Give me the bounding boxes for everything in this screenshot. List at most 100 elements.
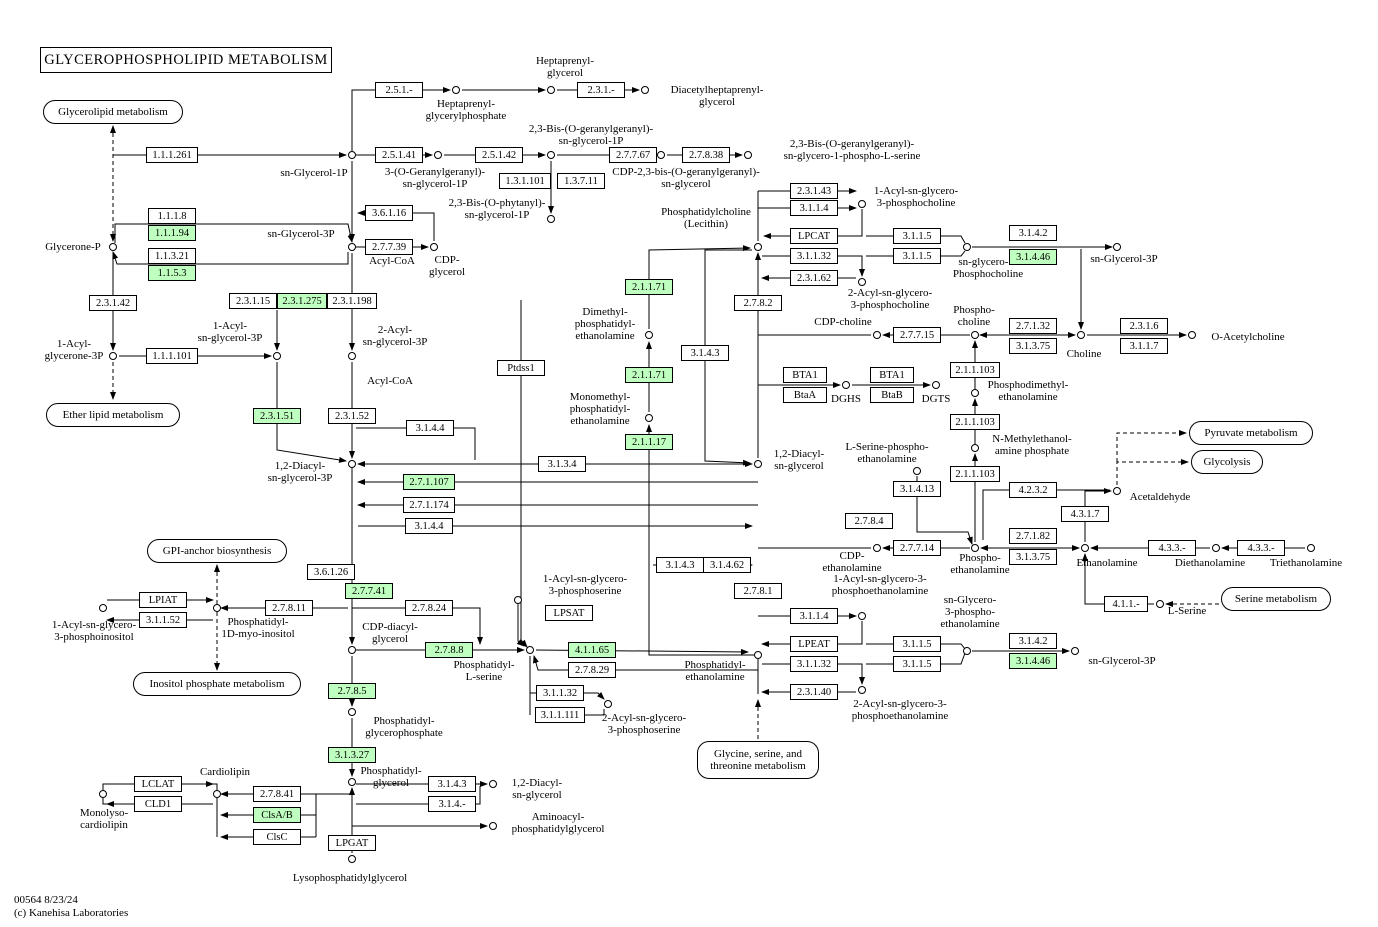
enzyme-box-2.5.1.-[interactable]: 2.5.1.-: [375, 82, 423, 98]
compound-node[interactable]: [754, 243, 762, 251]
enzyme-box-2.3.1.52[interactable]: 2.3.1.52: [328, 408, 376, 424]
enzyme-box-3.6.1.16[interactable]: 3.6.1.16: [365, 205, 413, 221]
enzyme-box-2.7.1.174[interactable]: 2.7.1.174: [403, 497, 455, 513]
enzyme-box-ClsA/B[interactable]: ClsA/B: [253, 807, 301, 823]
enzyme-box-2.7.1.107[interactable]: 2.7.1.107: [403, 474, 455, 490]
compound-node[interactable]: [99, 604, 107, 612]
enzyme-box-2.5.1.41[interactable]: 2.5.1.41: [375, 147, 423, 163]
enzyme-box-3.1.4.4[interactable]: 3.1.4.4: [406, 420, 454, 436]
enzyme-box-3.6.1.26[interactable]: 3.6.1.26: [307, 564, 355, 580]
enzyme-box-2.7.8.8[interactable]: 2.7.8.8: [425, 642, 473, 658]
compound-node[interactable]: [744, 151, 752, 159]
enzyme-box-BTA1[interactable]: BTA1: [783, 367, 827, 383]
compound-node[interactable]: [348, 151, 356, 159]
compound-node[interactable]: [213, 604, 221, 612]
enzyme-box-CLD1[interactable]: CLD1: [134, 796, 182, 812]
pathway-link-box[interactable]: Inositol phosphate metabolism: [133, 672, 301, 696]
enzyme-box-2.7.7.39[interactable]: 2.7.7.39: [365, 239, 413, 255]
compound-node[interactable]: [858, 200, 866, 208]
enzyme-box-BtaA[interactable]: BtaA: [783, 387, 827, 403]
enzyme-box-2.1.1.17[interactable]: 2.1.1.17: [625, 434, 673, 450]
enzyme-box-LPSAT[interactable]: LPSAT: [545, 605, 593, 621]
compound-node[interactable]: [547, 215, 555, 223]
compound-node[interactable]: [604, 700, 612, 708]
enzyme-box-3.1.1.32[interactable]: 3.1.1.32: [790, 656, 838, 672]
compound-node[interactable]: [99, 790, 107, 798]
enzyme-box-1.1.1.8[interactable]: 1.1.1.8: [148, 208, 196, 224]
enzyme-box-2.1.1.103[interactable]: 2.1.1.103: [950, 362, 1000, 378]
enzyme-box-2.7.7.14[interactable]: 2.7.7.14: [893, 540, 941, 556]
compound-node[interactable]: [1081, 544, 1089, 552]
compound-node[interactable]: [348, 352, 356, 360]
compound-node[interactable]: [1307, 544, 1315, 552]
compound-node[interactable]: [348, 708, 356, 716]
pathway-link-box[interactable]: Glycine, serine, and threonine metabolis…: [697, 741, 819, 779]
compound-node[interactable]: [932, 381, 940, 389]
enzyme-box-1.1.5.3[interactable]: 1.1.5.3: [148, 265, 196, 281]
pathway-link-box[interactable]: Serine metabolism: [1221, 587, 1331, 611]
compound-node[interactable]: [1113, 243, 1121, 251]
enzyme-box-3.1.1.5[interactable]: 3.1.1.5: [893, 228, 941, 244]
compound-node[interactable]: [657, 151, 665, 159]
enzyme-box-3.1.4.4[interactable]: 3.1.4.4: [405, 518, 453, 534]
enzyme-box-2.3.1.-[interactable]: 2.3.1.-: [577, 82, 625, 98]
compound-node[interactable]: [1113, 487, 1121, 495]
enzyme-box-4.2.3.2[interactable]: 4.2.3.2: [1009, 482, 1057, 498]
compound-node[interactable]: [963, 243, 971, 251]
compound-node[interactable]: [348, 778, 356, 786]
enzyme-box-2.3.1.6[interactable]: 2.3.1.6: [1120, 318, 1168, 334]
enzyme-box-3.1.4.3[interactable]: 3.1.4.3: [681, 345, 729, 361]
enzyme-box-Ptdss1[interactable]: Ptdss1: [497, 360, 545, 376]
enzyme-box-2.3.1.42[interactable]: 2.3.1.42: [89, 295, 137, 311]
enzyme-box-3.1.3.75[interactable]: 3.1.3.75: [1009, 338, 1057, 354]
compound-node[interactable]: [273, 352, 281, 360]
enzyme-box-BtaB[interactable]: BtaB: [870, 387, 914, 403]
enzyme-box-4.1.1.-[interactable]: 4.1.1.-: [1104, 596, 1148, 612]
enzyme-box-2.7.8.2[interactable]: 2.7.8.2: [734, 295, 782, 311]
pathway-link-box[interactable]: GPI-anchor biosynthesis: [147, 539, 287, 563]
compound-node[interactable]: [641, 86, 649, 94]
compound-node[interactable]: [645, 414, 653, 422]
compound-node[interactable]: [1212, 544, 1220, 552]
compound-node[interactable]: [873, 544, 881, 552]
compound-node[interactable]: [858, 278, 866, 286]
enzyme-box-LPIAT[interactable]: LPIAT: [139, 592, 187, 608]
compound-node[interactable]: [547, 151, 555, 159]
compound-node[interactable]: [1077, 331, 1085, 339]
enzyme-box-2.1.1.71[interactable]: 2.1.1.71: [625, 279, 673, 295]
compound-node[interactable]: [754, 460, 762, 468]
enzyme-box-1.1.1.261[interactable]: 1.1.1.261: [146, 147, 198, 163]
enzyme-box-3.1.4.3[interactable]: 3.1.4.3: [428, 776, 476, 792]
enzyme-box-3.1.1.4[interactable]: 3.1.1.4: [790, 200, 838, 216]
enzyme-box-3.1.3.75[interactable]: 3.1.3.75: [1009, 549, 1057, 565]
compound-node[interactable]: [645, 331, 653, 339]
compound-node[interactable]: [1071, 647, 1079, 655]
enzyme-box-2.7.1.82[interactable]: 2.7.1.82: [1009, 528, 1057, 544]
enzyme-box-2.7.1.32[interactable]: 2.7.1.32: [1009, 318, 1057, 334]
enzyme-box-2.7.7.15[interactable]: 2.7.7.15: [893, 327, 941, 343]
enzyme-box-2.3.1.43[interactable]: 2.3.1.43: [790, 183, 838, 199]
pathway-link-box[interactable]: Ether lipid metabolism: [46, 403, 180, 427]
pathway-link-box[interactable]: Glycerolipid metabolism: [43, 100, 183, 124]
enzyme-box-3.1.1.7[interactable]: 3.1.1.7: [1120, 338, 1168, 354]
compound-node[interactable]: [348, 646, 356, 654]
compound-node[interactable]: [754, 651, 762, 659]
enzyme-box-2.1.1.103[interactable]: 2.1.1.103: [950, 466, 1000, 482]
compound-node[interactable]: [873, 331, 881, 339]
compound-node[interactable]: [109, 352, 117, 360]
enzyme-box-2.1.1.103[interactable]: 2.1.1.103: [950, 414, 1000, 430]
enzyme-box-4.3.1.7[interactable]: 4.3.1.7: [1061, 506, 1109, 522]
compound-node[interactable]: [1188, 331, 1196, 339]
enzyme-box-LPGAT[interactable]: LPGAT: [328, 835, 376, 851]
compound-node[interactable]: [514, 596, 522, 604]
enzyme-box-4.1.1.65[interactable]: 4.1.1.65: [568, 642, 616, 658]
enzyme-box-2.7.8.5[interactable]: 2.7.8.5: [328, 683, 376, 699]
enzyme-box-2.3.1.51[interactable]: 2.3.1.51: [253, 408, 301, 424]
enzyme-box-2.7.8.38[interactable]: 2.7.8.38: [682, 147, 730, 163]
compound-node[interactable]: [489, 822, 497, 830]
enzyme-box-2.1.1.71[interactable]: 2.1.1.71: [625, 367, 673, 383]
enzyme-box-LPEAT[interactable]: LPEAT: [790, 636, 838, 652]
enzyme-box-2.7.8.11[interactable]: 2.7.8.11: [265, 600, 313, 616]
enzyme-box-2.7.8.29[interactable]: 2.7.8.29: [568, 662, 616, 678]
pathway-link-box[interactable]: Glycolysis: [1191, 450, 1263, 474]
